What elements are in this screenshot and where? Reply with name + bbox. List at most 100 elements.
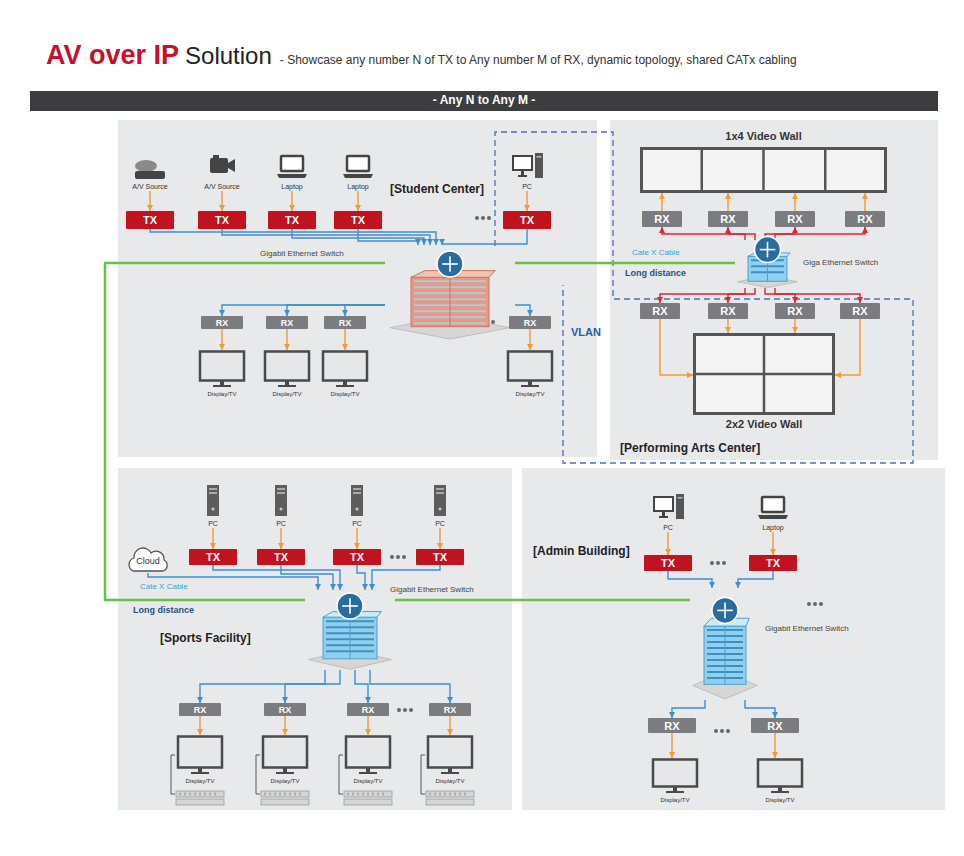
source-device: PC <box>492 143 562 191</box>
node-label: PC <box>352 520 362 528</box>
node-label: RX <box>720 213 735 226</box>
node-label: TX <box>215 214 229 227</box>
monitor-icon <box>755 758 805 795</box>
connector-line <box>449 716 450 735</box>
node-label: Gigabit Ethernet Switch <box>260 249 344 258</box>
connector-line <box>199 716 200 735</box>
drawing-part <box>135 160 157 172</box>
cable-line <box>256 755 260 794</box>
rack-key <box>368 793 369 796</box>
display-tv: Display/TV <box>175 735 225 785</box>
ellipsis-dot <box>710 561 714 565</box>
switch-building <box>385 245 515 340</box>
page-title: AV over IP <box>46 40 179 71</box>
node-label: Display/TV <box>330 391 359 398</box>
source-device: PC <box>263 482 299 528</box>
connector-line <box>213 565 340 590</box>
node-label: RX <box>339 317 352 327</box>
source-device: PC <box>422 482 458 528</box>
receiver-box: RX <box>845 211 885 227</box>
node-label: RX <box>857 213 872 226</box>
rack-key <box>435 793 436 796</box>
drawing-part <box>411 277 489 326</box>
connector-line <box>150 229 436 245</box>
region-heading: [Sports Facility] <box>160 632 251 646</box>
node-label: PC <box>522 183 532 191</box>
ellipsis-dot <box>481 216 485 220</box>
node-label: Display/TV <box>515 391 544 398</box>
drawing-part <box>198 768 202 773</box>
receiver-box: RX <box>640 303 680 319</box>
drawing-part <box>724 603 726 619</box>
connector-line <box>668 571 712 588</box>
transmitter-box: TX <box>257 549 305 565</box>
drawing-part <box>263 737 307 768</box>
panel-ground <box>610 120 938 460</box>
source-device: Laptop <box>323 143 393 191</box>
drawing-part <box>277 488 285 490</box>
drawing-part <box>654 497 673 511</box>
rack-key <box>373 793 374 796</box>
drawing-part <box>521 385 539 387</box>
receiver-box: RX <box>751 718 799 733</box>
rack-key <box>460 793 461 796</box>
drawing-part <box>448 768 452 773</box>
rack-unit <box>426 791 474 797</box>
node-label: RX <box>767 719 782 732</box>
drawing-part <box>437 251 463 277</box>
rack-key <box>195 793 196 796</box>
device-icon <box>693 333 835 415</box>
receiver-box: RX <box>266 316 308 329</box>
rack-key <box>300 793 301 796</box>
drawing-part <box>213 385 231 387</box>
node-label: RX <box>787 213 802 226</box>
drawing-part <box>695 373 834 376</box>
drawing-part <box>323 352 367 381</box>
switch-building <box>735 240 800 288</box>
region-heading: [Performing Arts Center] <box>620 442 760 456</box>
source-device: PC <box>650 488 686 532</box>
source-device: A/V Source <box>187 143 257 191</box>
connector-line <box>284 716 285 735</box>
drawing-part <box>712 597 738 623</box>
node-label: TX <box>206 551 220 564</box>
node-label: RX <box>787 305 802 318</box>
connector-line <box>358 229 418 245</box>
rack-key <box>290 793 291 796</box>
region-panel: [Performing Arts Center]1x4 Video WallRX… <box>610 120 938 460</box>
monitor-icon <box>320 350 370 389</box>
drawing-part <box>436 488 444 490</box>
drawing-part <box>535 153 543 178</box>
rack-key <box>210 793 211 796</box>
node-label: Display/TV <box>353 778 382 785</box>
connector-line <box>738 571 773 588</box>
rack-unit <box>344 791 392 797</box>
drawing-part <box>518 175 527 177</box>
connector-line <box>728 288 755 303</box>
device-icon <box>650 488 686 521</box>
receiver-box: RX <box>648 718 696 733</box>
node-label: RX <box>194 704 207 714</box>
drawing-part <box>439 508 442 511</box>
source-device: PC <box>195 482 231 528</box>
receiver-box: RX <box>642 211 682 227</box>
drawing-part <box>428 737 472 768</box>
connector-line <box>772 532 773 555</box>
connector-line <box>222 305 385 316</box>
receiver-box: RX <box>429 703 471 716</box>
rack-key <box>430 793 431 796</box>
drawing-part <box>276 772 294 774</box>
receiver-box: RX <box>264 703 306 716</box>
drawing-part <box>356 508 359 511</box>
connector-line <box>515 305 530 316</box>
drawing-part <box>673 787 677 792</box>
connector-line <box>345 305 385 316</box>
drawing-part <box>642 149 886 192</box>
ellipsis-dot <box>813 602 817 606</box>
node-label: TX <box>351 214 365 227</box>
connector-line <box>221 329 222 350</box>
drawing-part <box>676 494 684 519</box>
title-band: - Any N to Any M - <box>30 91 938 111</box>
drawing-part <box>280 508 283 511</box>
drawing-part <box>343 381 347 386</box>
